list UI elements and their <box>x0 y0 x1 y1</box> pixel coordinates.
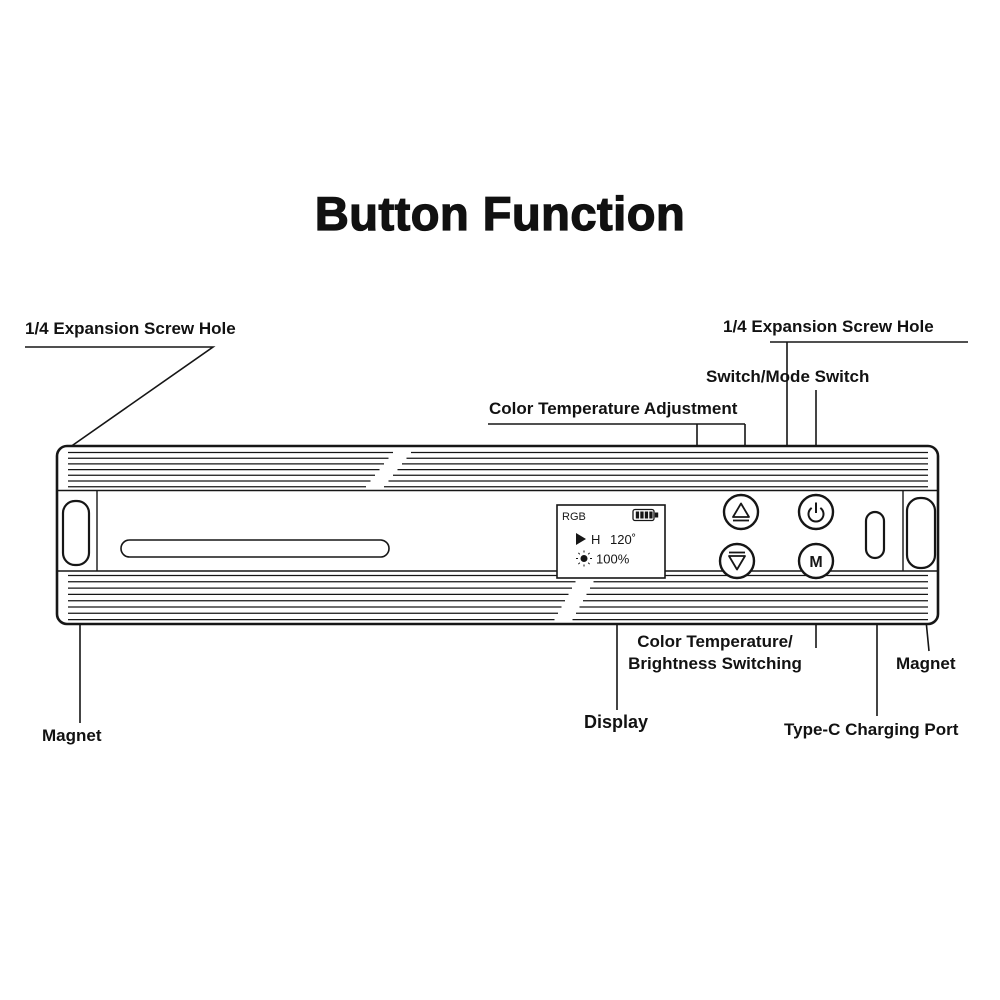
device-shell <box>55 444 940 626</box>
color-temp-brightness-label: Color Temperature/ Brightness Switching <box>612 631 818 675</box>
mode-button: M <box>797 542 835 580</box>
power-button <box>797 493 835 531</box>
display-hue-value: 120˚ <box>610 532 636 547</box>
device-body <box>55 444 940 626</box>
screw-hole-label-right: 1/4 Expansion Screw Hole <box>723 317 934 336</box>
up-arrow-button <box>722 493 760 531</box>
mode-button-letter: M <box>809 554 822 571</box>
leader-screw-right <box>770 341 968 447</box>
control-buttons: M <box>718 493 835 580</box>
display-brightness-value: 100% <box>596 552 630 567</box>
top-grille-icon <box>68 451 928 488</box>
ct-brightness-line2: Brightness Switching <box>628 653 802 673</box>
leader-screw-left <box>25 346 216 453</box>
magnet-label-right: Magnet <box>896 654 956 673</box>
display-hue-label: H <box>591 532 600 547</box>
screw-slot <box>120 539 390 558</box>
display-mode-text: RGB <box>562 511 586 523</box>
type-c-port <box>864 510 886 560</box>
switch-mode-label: Switch/Mode Switch <box>706 367 870 386</box>
magnet-left-shape <box>61 499 91 567</box>
type-c-label: Type-C Charging Port <box>784 720 959 739</box>
down-arrow-button <box>718 542 756 580</box>
page-title: Button Function <box>314 186 686 240</box>
ct-brightness-line1: Color Temperature/ <box>637 632 793 651</box>
display-label: Display <box>584 712 649 732</box>
battery-icon <box>632 508 659 522</box>
brightness-sun-icon <box>576 550 592 567</box>
cursor-arrow-icon <box>576 533 586 545</box>
display-screen: RGB H 120˚ 1 <box>556 504 666 579</box>
magnet-label-left: Magnet <box>42 726 102 745</box>
screw-hole-label-left: 1/4 Expansion Screw Hole <box>25 319 236 338</box>
color-temp-adjustment-label: Color Temperature Adjustment <box>489 399 738 418</box>
magnet-right-shape <box>905 496 937 570</box>
